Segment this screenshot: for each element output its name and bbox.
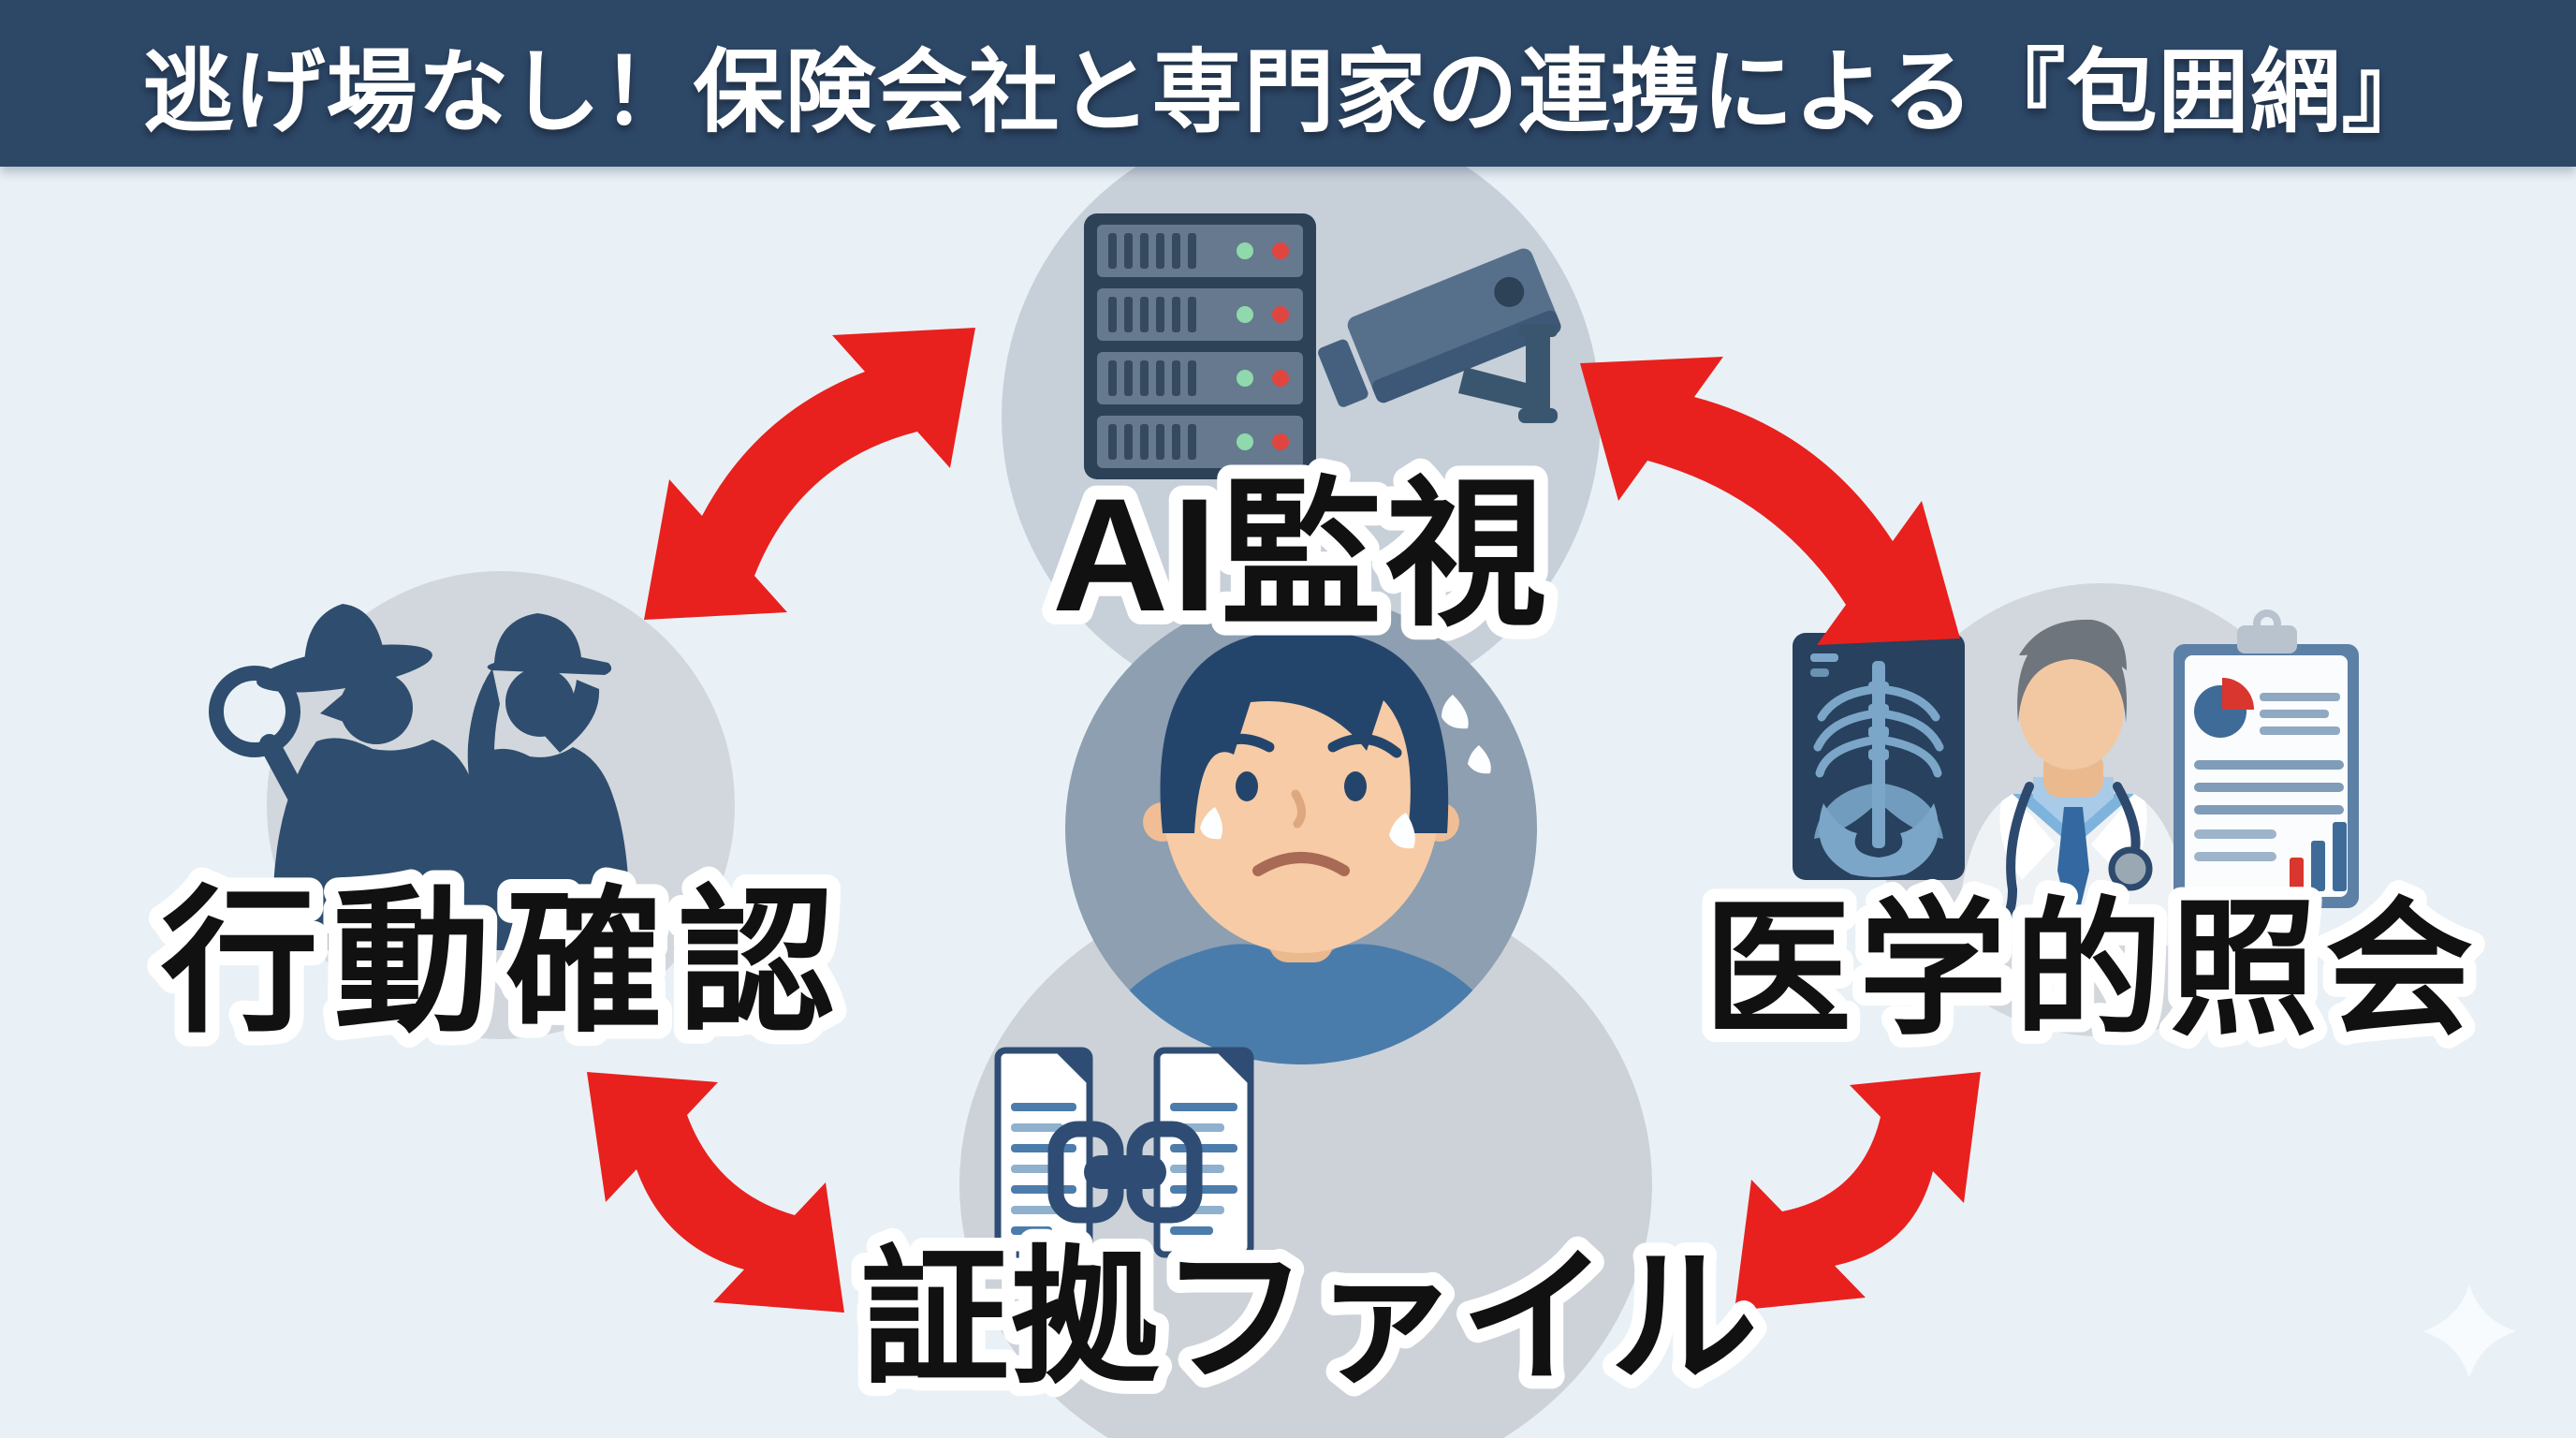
label-behavior-check: 行動確認 [161,874,850,1050]
chain-link-icon [1047,1121,1203,1224]
arrow-top-right [1580,357,1960,645]
cctv-camera-icon [1318,248,1561,423]
xray-film-icon [1793,633,1965,880]
label-evidence-file: 証拠ファイル [861,1236,1760,1401]
bottom-node-ellipse [959,875,1652,1438]
server-rack-icon [1084,213,1316,479]
arrow-left-top [644,328,975,620]
detective-duo-icon [209,604,630,950]
label-medical-inquiry: 医学的照会 [1704,888,2481,1052]
doctor-icon [1956,619,2190,946]
worried-man-icon [1065,593,1537,1064]
label-ai-surveillance: AI監視 [1052,465,1550,645]
arrow-left-bottom [587,1072,844,1313]
sparkle-icon [2422,1284,2516,1378]
page-title: 逃げ場なし！保険会社と専門家の連携による『包囲網』 [142,40,2434,143]
medical-report-icon [2174,609,2359,908]
title-bar: 逃げ場なし！保険会社と専門家の連携による『包囲網』 [0,0,2576,167]
linked-documents-icon [994,1047,1254,1258]
arrow-bottom-right [1734,1072,1981,1311]
